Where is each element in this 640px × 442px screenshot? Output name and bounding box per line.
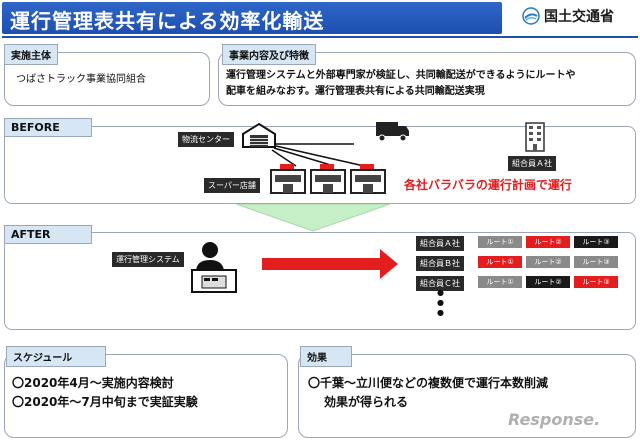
system-label: 運行管理システム (112, 252, 184, 267)
route-cell: ルート③ (574, 236, 618, 248)
effect-tag: 効果 (300, 346, 352, 367)
mlit-logo-icon (522, 7, 540, 25)
store-icon (350, 164, 386, 194)
before-tag: BEFORE (4, 118, 92, 137)
ministry-name: 国土交通省 (544, 9, 614, 25)
supermarket-label: スーパー店舗 (204, 178, 260, 193)
business-line2: 配車を組みなおす。運行管理表共有による共同輸配送実現 (226, 86, 485, 97)
ministry-logo: 国土交通省 (522, 6, 614, 26)
truck-icon (376, 122, 409, 142)
route-cell: ルート② (526, 236, 570, 248)
red-arrow-shaft (262, 258, 382, 270)
route-cell: ルート① (478, 256, 522, 268)
office-building-icon (525, 122, 545, 152)
implementer-value: つばさトラック事業協同組合 (16, 74, 146, 85)
route-cell: ルート② (526, 256, 570, 268)
route-cell: ルート③ (574, 256, 618, 268)
red-arrow-head (380, 249, 398, 279)
schedule-tag: スケジュール (6, 346, 106, 367)
route-lines (271, 143, 365, 167)
company-label: 組合員Ｂ社 (416, 256, 464, 271)
warehouse-icon (242, 122, 276, 148)
business-box (218, 52, 636, 106)
effect-box (298, 354, 636, 438)
distribution-center-label: 物流センター (178, 132, 234, 147)
watermark: Response. (508, 410, 601, 429)
transition-chevron (236, 204, 390, 232)
title-rule (2, 36, 638, 38)
store-icon (270, 164, 306, 194)
after-tag: AFTER (4, 225, 92, 244)
title-bar: 運行管理表共有による効率化輸送 (2, 2, 502, 34)
before-warning: 各社バラバラの運行計画で運行 (404, 178, 572, 192)
business-line1: 運行管理システムと外部専門家が検証し、共同輸配送ができるようにルートや (226, 70, 576, 81)
store-icon (310, 164, 346, 194)
ellipsis-dot: ● (437, 298, 444, 307)
route-cell: ルート③ (574, 276, 618, 288)
page-title: 運行管理表共有による効率化輸送 (10, 9, 325, 33)
schedule-line1: 〇2020年4月～実施内容検討 (12, 376, 174, 390)
ellipsis-dot: ● (437, 288, 444, 297)
implementer-tag: 実施主体 (4, 44, 58, 65)
effect-line1: 〇千葉～立川便などの複数便で運行本数削減 (308, 376, 549, 390)
company-label: 組合員Ｃ社 (416, 276, 464, 291)
business-tag: 事業内容及び特徴 (222, 44, 316, 65)
route-cell: ルート① (478, 276, 522, 288)
schedule-line2: 〇2020年～7月中旬まで実証実験 (12, 395, 198, 409)
effect-line2: 効果が得られる (324, 395, 409, 409)
member-a-label: 組合員Ａ社 (508, 156, 556, 171)
route-cell: ルート② (526, 276, 570, 288)
route-cell: ルート① (478, 236, 522, 248)
company-label: 組合員Ａ社 (416, 236, 464, 251)
ellipsis-dot: ● (437, 308, 444, 317)
computer-operator-icon (191, 242, 237, 293)
schedule-box (4, 354, 288, 438)
